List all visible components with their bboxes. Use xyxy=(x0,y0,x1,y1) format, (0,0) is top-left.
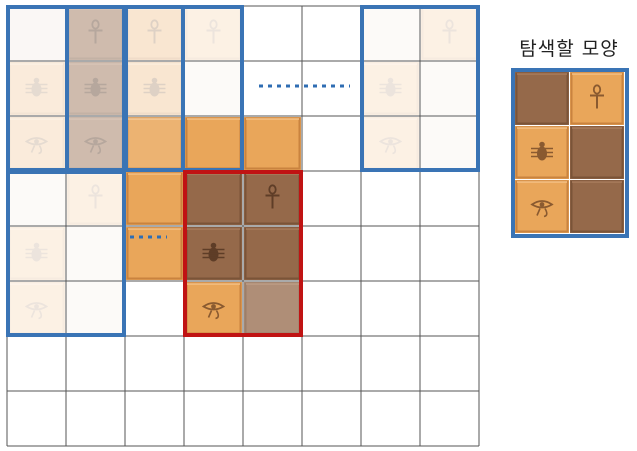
board-tile-sand xyxy=(126,117,183,170)
board-tile-plain xyxy=(362,7,419,60)
board-tile-ankh xyxy=(67,172,124,225)
board-tile-dark-eye xyxy=(67,117,124,170)
board-tile-dark xyxy=(185,172,242,225)
target-pattern xyxy=(511,68,629,238)
board-tile-beetle xyxy=(362,62,419,115)
board-tile-eye xyxy=(8,117,65,170)
board-tile-plain xyxy=(421,117,478,170)
board-tile-sand xyxy=(126,227,183,280)
search-window xyxy=(360,5,480,172)
pattern-tile-ankh xyxy=(570,72,624,125)
board-tile-plain xyxy=(421,62,478,115)
pattern-tile-dark xyxy=(570,180,624,233)
board-tile-plain xyxy=(8,172,65,225)
board-tile-sand xyxy=(126,172,183,225)
board-tile-sand xyxy=(244,117,301,170)
board-tile-dark-ankh xyxy=(244,172,301,225)
pattern-tile-dark xyxy=(515,72,569,125)
match-window xyxy=(183,170,303,337)
board-tile-dark-beetle xyxy=(67,62,124,115)
pattern-tile-eye xyxy=(515,180,569,233)
board-tile-ankh xyxy=(421,7,478,60)
board-tile-dark-ankh xyxy=(67,7,124,60)
board-tile-sand xyxy=(185,117,242,170)
board-tile-eye xyxy=(185,282,242,335)
board-tile-dark-beetle xyxy=(185,227,242,280)
board-tile-beetle xyxy=(8,227,65,280)
board-tile-plain xyxy=(8,7,65,60)
board-tile-ankh xyxy=(126,7,183,60)
board-tile-beetle xyxy=(8,62,65,115)
board-tiles xyxy=(8,7,478,335)
ellipsis-dots xyxy=(130,84,350,239)
board-tile-plain xyxy=(185,62,242,115)
pattern-tile-beetle xyxy=(515,126,569,179)
pattern-title: 탐색할 모양 xyxy=(519,38,619,60)
board-tile-plain xyxy=(67,227,124,280)
board-tile-eye xyxy=(362,117,419,170)
board-tile-ankh xyxy=(185,7,242,60)
board-tile-dark xyxy=(244,282,301,335)
board-tile-beetle xyxy=(126,62,183,115)
board-tile-plain xyxy=(67,282,124,335)
search-window xyxy=(6,170,126,337)
pattern-tile-dark xyxy=(570,126,624,179)
board-tile-eye xyxy=(8,282,65,335)
pattern-frame xyxy=(511,68,629,238)
board-tile-dark xyxy=(244,227,301,280)
search-windows xyxy=(6,5,480,337)
